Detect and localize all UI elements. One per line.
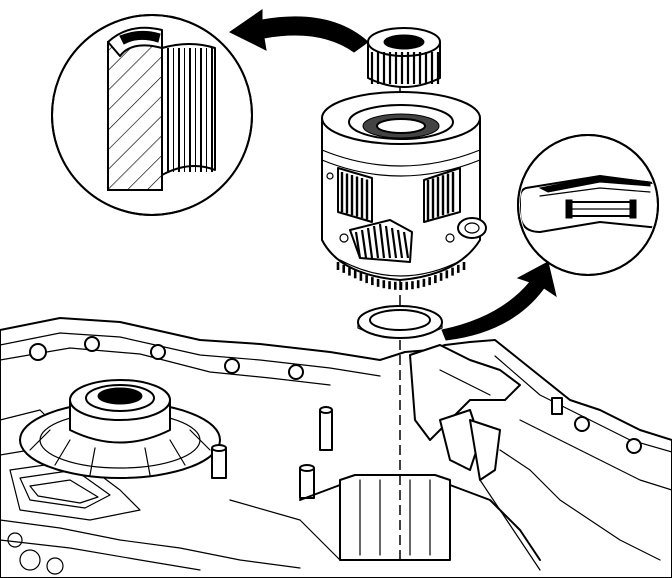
- case-housing: [0, 317, 672, 578]
- curved-arrow-icon: [441, 261, 557, 341]
- side-gear-tooth: [366, 227, 374, 259]
- differential-carrier: [321, 91, 487, 290]
- detail-gear-cutaway: [51, 14, 253, 216]
- side-gear-tooth: [402, 231, 410, 259]
- side-gear-tooth: [384, 225, 392, 259]
- side-gear-tooth: [354, 231, 362, 259]
- side-gear-tooth: [360, 229, 368, 259]
- side-gear-tooth: [390, 227, 398, 259]
- side-gear-tooth: [378, 223, 386, 259]
- side-gear-tooth: [396, 229, 404, 259]
- detail-washer-cutaway: [517, 134, 659, 276]
- side-gear-tooth: [372, 225, 380, 259]
- gear-sleeve: [367, 27, 441, 88]
- thrust-washer: [357, 305, 443, 339]
- curved-arrow-icon: [229, 9, 369, 53]
